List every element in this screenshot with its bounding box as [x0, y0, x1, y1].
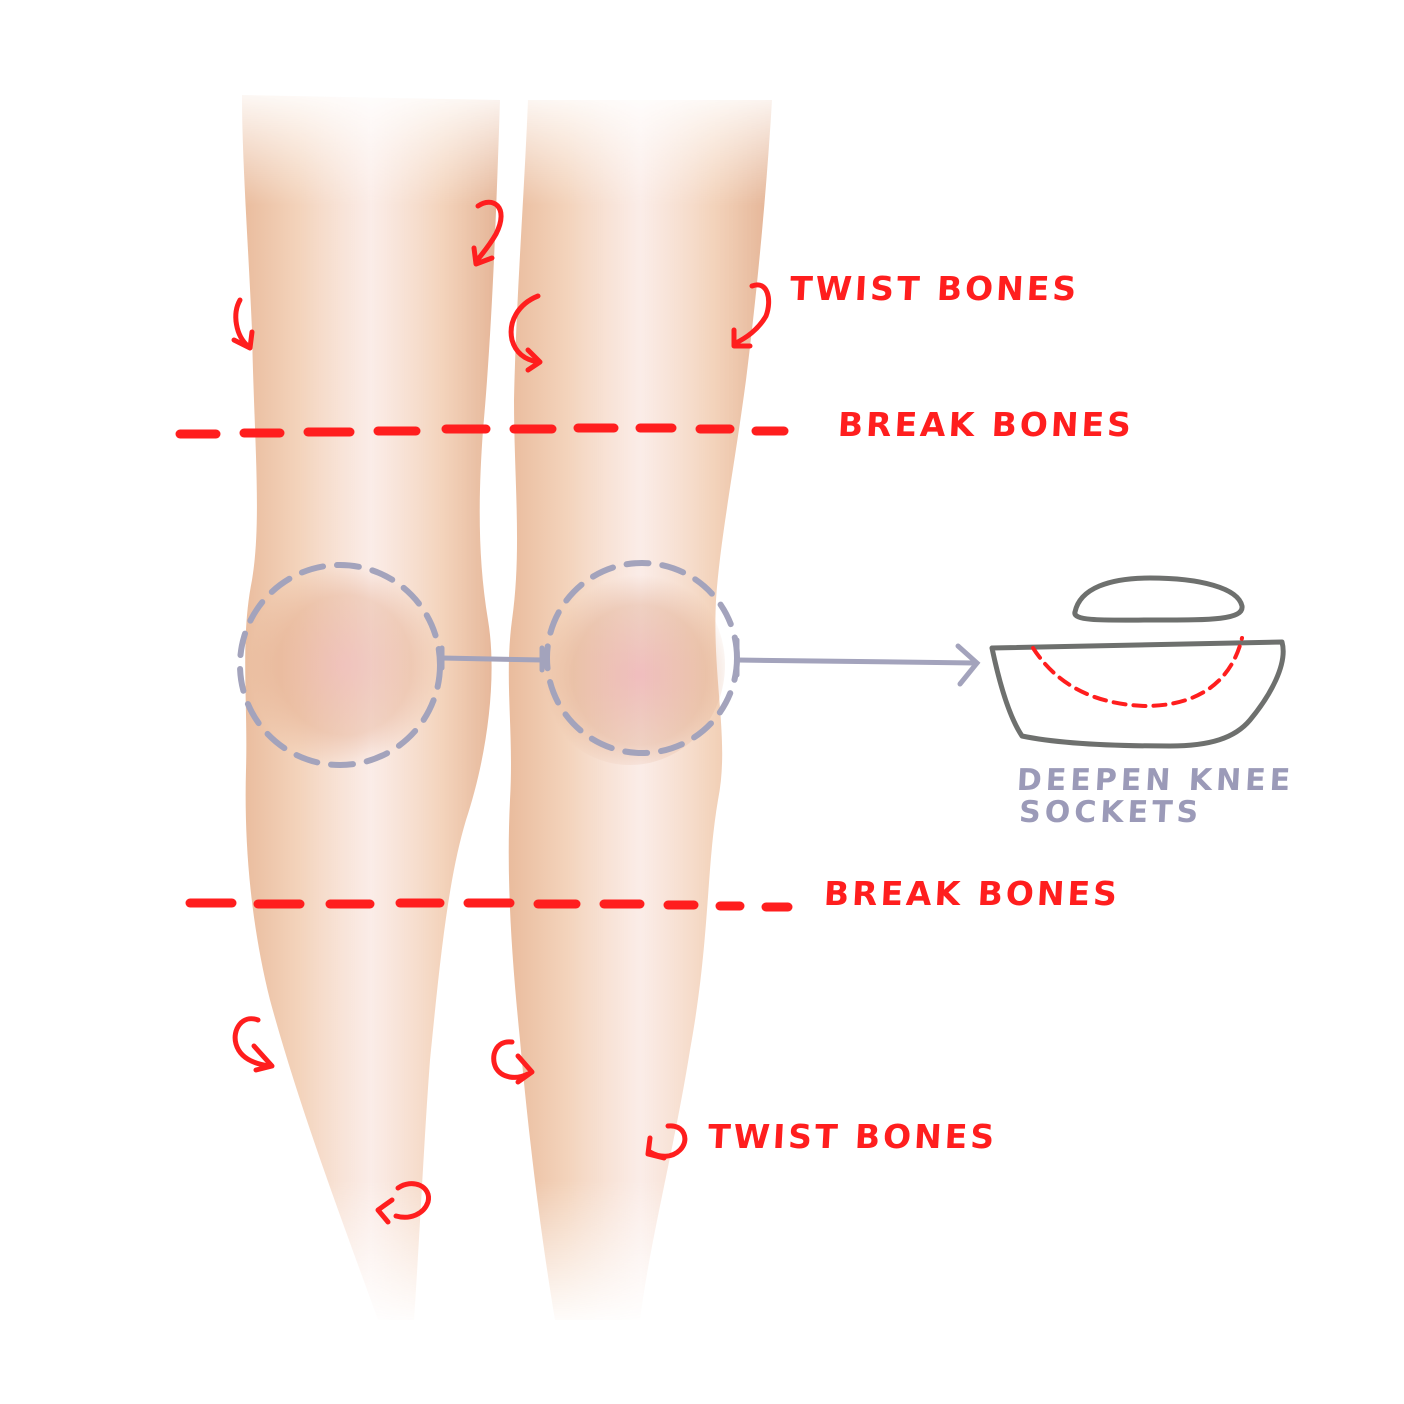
socket-arrow [734, 637, 981, 687]
twist-bones-label-bottom: TWIST BONES [706, 1117, 999, 1156]
curved-arrow-icon [645, 1123, 688, 1161]
curved-arrow-icon [491, 1039, 535, 1085]
kneecap-shape [1072, 575, 1245, 623]
break-bones-label-top: BREAK BONES [836, 405, 1135, 444]
socket-cut-line [1031, 636, 1244, 709]
deepen-label-line-2: SOCKETS [1018, 794, 1204, 830]
break-line-bottom [185, 898, 793, 912]
break-bones-label-bottom: BREAK BONES [822, 874, 1121, 913]
knee-socket-shape [989, 639, 1286, 749]
curved-arrow-icon [231, 297, 255, 351]
curved-arrow-icon [731, 282, 772, 349]
curved-arrow-icon [375, 1181, 431, 1225]
break-line-top [175, 423, 789, 439]
curved-arrow-icon [471, 199, 504, 267]
deepen-knee-sockets-label: DEEPEN KNEE SOCKETS [1014, 763, 1296, 830]
curved-arrow-icon [232, 1016, 275, 1073]
curved-arrow-icon [508, 293, 543, 373]
knee-connector [439, 645, 545, 673]
deepen-label-line-1: DEEPEN KNEE [1015, 763, 1296, 798]
twist-bones-label-top: TWIST BONES [788, 269, 1081, 308]
